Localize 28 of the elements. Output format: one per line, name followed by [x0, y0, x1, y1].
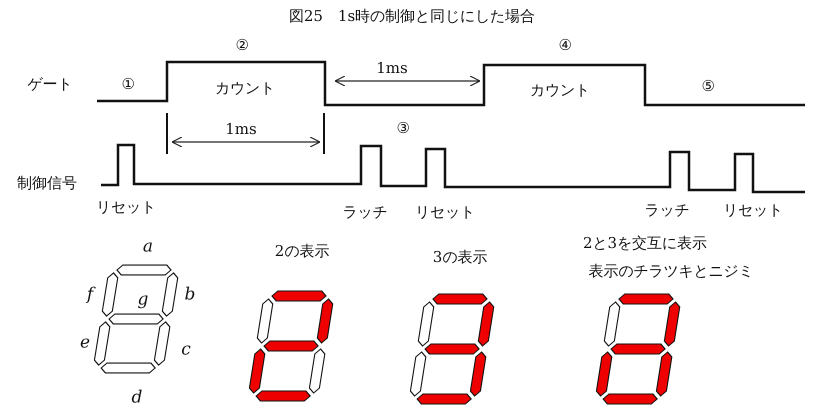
segment-label: f	[86, 286, 94, 304]
duration-label: 1ms	[376, 60, 408, 76]
state-label: カウント	[530, 82, 590, 98]
state-number: ③	[396, 120, 410, 136]
pulse-label: リセット	[415, 204, 475, 220]
state-label: カウント	[215, 80, 275, 96]
display-caption: 2と3を交互に表示	[582, 234, 708, 252]
signal-name: 制御信号	[17, 174, 77, 192]
duration-label: 1ms	[225, 120, 257, 138]
segment-label: g	[138, 290, 148, 310]
signal-name: ゲート	[28, 76, 72, 92]
state-number: ①	[122, 76, 134, 92]
segment-label: a	[142, 238, 154, 256]
pulse-label: ラッチ	[342, 204, 388, 220]
segment-label: e	[80, 334, 90, 352]
display-caption: 3の表示	[432, 248, 488, 266]
pulse-label: リセット	[96, 198, 156, 216]
segment-label: c	[181, 340, 191, 360]
state-number: ④	[558, 36, 572, 54]
pulse-label: リセット	[723, 202, 783, 218]
segment-label: d	[132, 388, 142, 408]
display-caption: 2の表示	[274, 242, 330, 260]
display-caption: 表示のチラツキとニジミ	[588, 262, 754, 280]
state-number: ②	[236, 36, 248, 54]
state-number: ⑤	[702, 78, 714, 94]
pulse-label: ラッチ	[644, 202, 690, 218]
figure-title: 図25 1s時の制御と同じにした場合	[288, 8, 536, 24]
segment-label: b	[184, 286, 196, 304]
